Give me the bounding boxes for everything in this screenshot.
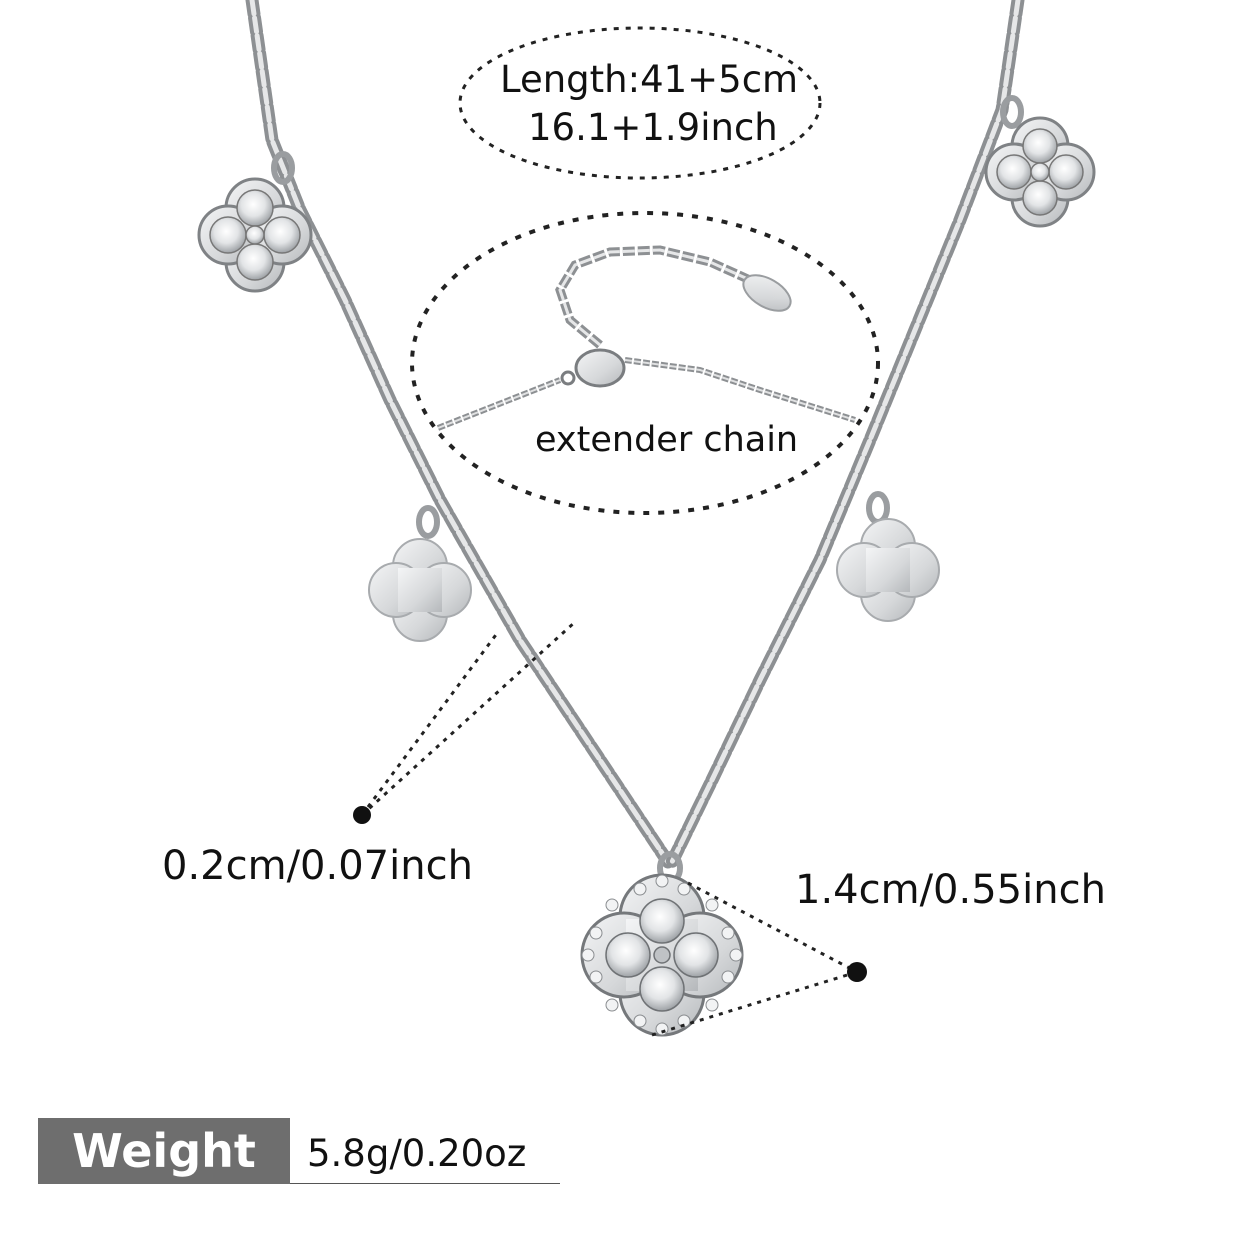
- pendant-size-dot-icon: [847, 962, 867, 982]
- charm-links: [271, 95, 1024, 885]
- crystal-clover-charm-left-icon: [197, 177, 313, 293]
- length-cm-label: Length:41+5cm: [500, 58, 799, 101]
- weight-label-box: Weight: [38, 1118, 290, 1184]
- plain-clover-charm-right-icon: [836, 518, 940, 622]
- tag-charm-icon: [742, 274, 792, 312]
- weight-label: Weight: [72, 1124, 256, 1178]
- crystal-clover-pendant-icon: [580, 873, 744, 1037]
- extender-chain-label: extender chain: [535, 420, 799, 460]
- crystal-clover-charm-right-icon: [984, 116, 1096, 228]
- pendant-size-callout: [651, 881, 858, 1037]
- chain-thickness-callout: [360, 620, 577, 817]
- plain-clover-charm-left-icon: [368, 538, 472, 642]
- pendant-size-label: 1.4cm/0.55inch: [795, 867, 1106, 913]
- chain-thickness-dot-icon: [353, 806, 371, 824]
- chain-thickness-label: 0.2cm/0.07inch: [162, 843, 473, 889]
- length-inch-label: 16.1+1.9inch: [528, 106, 778, 149]
- extender-callout-outline: [410, 211, 880, 515]
- weight-value: 5.8g/0.20oz: [307, 1132, 527, 1175]
- necklace-chain: [245, 0, 1025, 869]
- weight-underline: [290, 1183, 560, 1184]
- extender-chain-illustration: [436, 245, 856, 431]
- length-callout-outline: [458, 26, 822, 180]
- lobster-clasp-icon: [560, 348, 626, 388]
